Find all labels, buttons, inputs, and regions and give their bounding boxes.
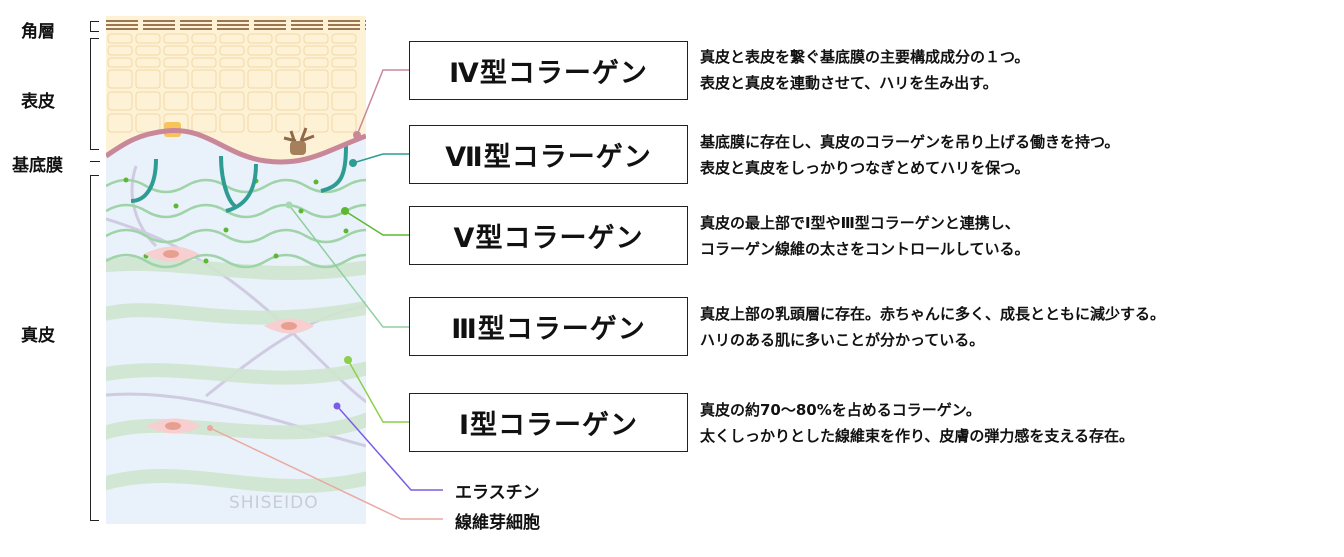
label-stratum-corneum: 角層 xyxy=(21,22,55,42)
label-elastin: エラスチン xyxy=(455,483,540,503)
description-line: 真皮と表皮を繋ぐ基底膜の主要構成成分の１つ。 xyxy=(700,48,1030,66)
collagen-type-4-description: 真皮と表皮を繋ぐ基底膜の主要構成成分の１つ。表皮と真皮を連動させて、ハリを生み出… xyxy=(700,44,1029,96)
description-line: 太くしっかりとした線維束を作り、皮膚の弾力感を支える存在。 xyxy=(700,427,1134,445)
description-line: ハリのある肌に多いことが分かっている。 xyxy=(700,331,985,349)
bracket-epidermis xyxy=(90,38,99,150)
bracket-dermis xyxy=(90,175,99,521)
description-line: 表皮と真皮を連動させて、ハリを生み出す。 xyxy=(700,74,998,92)
collagen-type-4-box: Ⅳ型コラーゲン xyxy=(409,41,688,100)
description-line: 真皮上部の乳頭層に存在。赤ちゃんに多く、成長とともに減少する。 xyxy=(700,305,1166,323)
description-line: 基底膜に存在し、真皮のコラーゲンを吊り上げる働きを持つ。 xyxy=(700,133,1120,151)
bracket-stratum-corneum xyxy=(90,21,99,32)
label-dermis: 真皮 xyxy=(21,326,55,346)
collagen-type-5-description: 真皮の最上部でⅠ型やⅢ型コラーゲンと連携し、コラーゲン線維の太さをコントロールし… xyxy=(700,210,1030,262)
tick-basement-membrane xyxy=(90,161,100,162)
collagen-type-7-box: Ⅶ型コラーゲン xyxy=(409,125,688,184)
watermark: SHISEIDO xyxy=(229,493,319,513)
label-epidermis: 表皮 xyxy=(21,92,55,112)
collagen-type-5-box: Ⅴ型コラーゲン xyxy=(409,206,688,265)
collagen-type-3-description: 真皮上部の乳頭層に存在。赤ちゃんに多く、成長とともに減少する。ハリのある肌に多い… xyxy=(700,301,1165,353)
description-line: 真皮の約70〜80%を占めるコラーゲン。 xyxy=(700,401,981,419)
label-fibroblast: 線維芽細胞 xyxy=(455,513,540,533)
collagen-type-1-box: Ⅰ型コラーゲン xyxy=(409,393,688,452)
label-basement-membrane: 基底膜 xyxy=(12,156,63,176)
skin-cross-section-illustration xyxy=(106,16,366,524)
description-line: コラーゲン線維の太さをコントロールしている。 xyxy=(700,240,1030,258)
collagen-type-3-box: Ⅲ型コラーゲン xyxy=(409,297,688,356)
collagen-type-1-description: 真皮の約70〜80%を占めるコラーゲン。太くしっかりとした線維束を作り、皮膚の弾… xyxy=(700,397,1134,449)
description-line: 真皮の最上部でⅠ型やⅢ型コラーゲンと連携し、 xyxy=(700,214,1020,232)
description-line: 表皮と真皮をしっかりつなぎとめてハリを保つ。 xyxy=(700,159,1030,177)
collagen-type-7-description: 基底膜に存在し、真皮のコラーゲンを吊り上げる働きを持つ。表皮と真皮をしっかりつな… xyxy=(700,129,1119,181)
